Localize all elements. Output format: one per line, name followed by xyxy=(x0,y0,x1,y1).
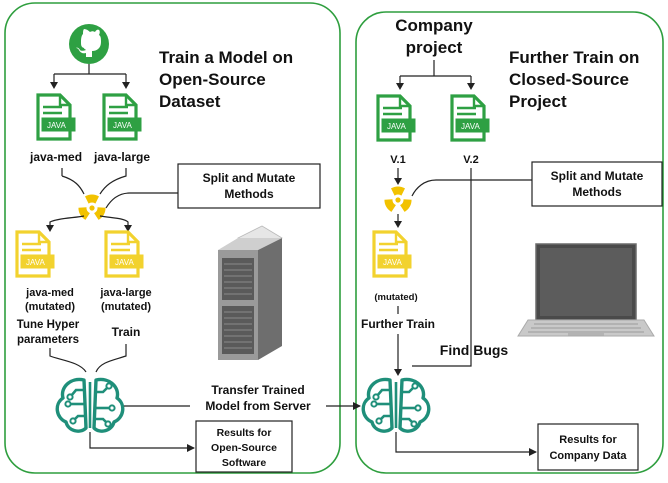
v2-file-icon: JAVA xyxy=(450,94,491,142)
left-results-box xyxy=(195,420,293,473)
left-results-line-3: Software xyxy=(222,457,267,469)
java-med-mutated-file-icon: JAVA xyxy=(15,230,56,278)
transfer-line-2: Model from Server xyxy=(205,399,311,413)
connector-brain-results-right xyxy=(395,432,537,456)
company-line-2: project xyxy=(406,38,463,57)
right-results-box xyxy=(537,423,639,471)
java-large-file-icon: JAVA xyxy=(102,93,143,141)
left-split-box xyxy=(177,163,321,209)
connector-mutated-brain xyxy=(49,344,127,373)
left-split-line-1: Split and Mutate xyxy=(203,171,296,185)
right-results-line-2: Company Data xyxy=(549,450,627,462)
right-title-line-2: Closed-Source xyxy=(509,70,629,89)
v1-label: V.1 xyxy=(390,154,406,166)
arrowhead-4 xyxy=(394,178,402,185)
java-badge: JAVA xyxy=(26,258,45,267)
java-med-mutated-line-1: java-med xyxy=(25,287,74,299)
right-panel xyxy=(355,11,664,474)
server-rack-icon xyxy=(218,225,283,360)
right-neural-brain-icon xyxy=(361,377,431,433)
java-med-file-icon: JAVA xyxy=(36,93,77,141)
transfer-line-1: Transfer Trained xyxy=(211,383,304,397)
arrowhead-1 xyxy=(50,82,130,89)
v2-label: V.2 xyxy=(463,154,479,166)
java-large-label: java-large xyxy=(93,150,150,164)
github-icon xyxy=(69,24,109,64)
java-large-mutated-file-icon: JAVA xyxy=(104,230,145,278)
connector-files-radiation xyxy=(61,168,127,195)
java-med-label: java-med xyxy=(29,150,82,164)
connector-company-files xyxy=(399,60,472,86)
right-split-box xyxy=(531,161,663,207)
company-mutated-file-icon: JAVA xyxy=(372,230,413,278)
left-neural-brain-icon xyxy=(55,377,125,433)
v1-file-icon: JAVA xyxy=(376,94,417,142)
java-badge: JAVA xyxy=(113,121,132,130)
java-badge: JAVA xyxy=(387,122,406,131)
find-bugs-label: Find Bugs xyxy=(440,342,509,358)
java-badge: JAVA xyxy=(47,121,66,130)
right-title-line-1: Further Train on xyxy=(509,48,639,67)
further-train-label: Further Train xyxy=(361,317,435,331)
left-title-line-1: Train a Model on xyxy=(159,48,293,67)
arrowhead-3 xyxy=(396,83,475,90)
java-badge: JAVA xyxy=(461,122,480,131)
connector-brain-results-left xyxy=(89,432,195,452)
tune-hyper-line-1: Tune Hyper xyxy=(17,319,80,331)
left-results-line-1: Results for xyxy=(217,427,272,439)
java-badge: JAVA xyxy=(115,258,134,267)
company-line-1: Company xyxy=(395,16,473,35)
right-title-line-3: Project xyxy=(509,92,567,111)
arrowhead-6 xyxy=(394,369,402,376)
right-split-line-2: Methods xyxy=(572,185,622,199)
connector-v2-findbugs xyxy=(412,168,472,367)
java-large-mutated-line-2: (mutated) xyxy=(101,301,151,313)
java-badge: JAVA xyxy=(383,258,402,267)
left-panel xyxy=(4,2,341,474)
connector-split-radiation-right xyxy=(411,179,532,197)
left-results-line-2: Open-Source xyxy=(211,442,277,454)
train-label: Train xyxy=(112,325,141,339)
right-results-line-1: Results for xyxy=(559,434,617,446)
java-large-mutated-line-1: java-large xyxy=(99,287,151,299)
java-med-mutated-line-2: (mutated) xyxy=(25,301,75,313)
left-title-line-2: Open-Source xyxy=(159,70,266,89)
transfer-label-bg xyxy=(190,380,326,414)
right-split-line-1: Split and Mutate xyxy=(551,169,644,183)
left-split-line-2: Methods xyxy=(224,187,274,201)
connector-github-files xyxy=(53,64,127,86)
tune-hyper-line-2: parameters xyxy=(17,334,79,346)
laptop-icon xyxy=(517,243,655,337)
connector-radiation-mutated xyxy=(49,215,129,228)
company-mutated-label: (mutated) xyxy=(374,292,417,303)
right-radiation-icon xyxy=(382,186,414,213)
arrowhead-5 xyxy=(394,221,402,228)
connector-split-radiation xyxy=(105,192,178,209)
left-title-line-3: Dataset xyxy=(159,92,221,111)
